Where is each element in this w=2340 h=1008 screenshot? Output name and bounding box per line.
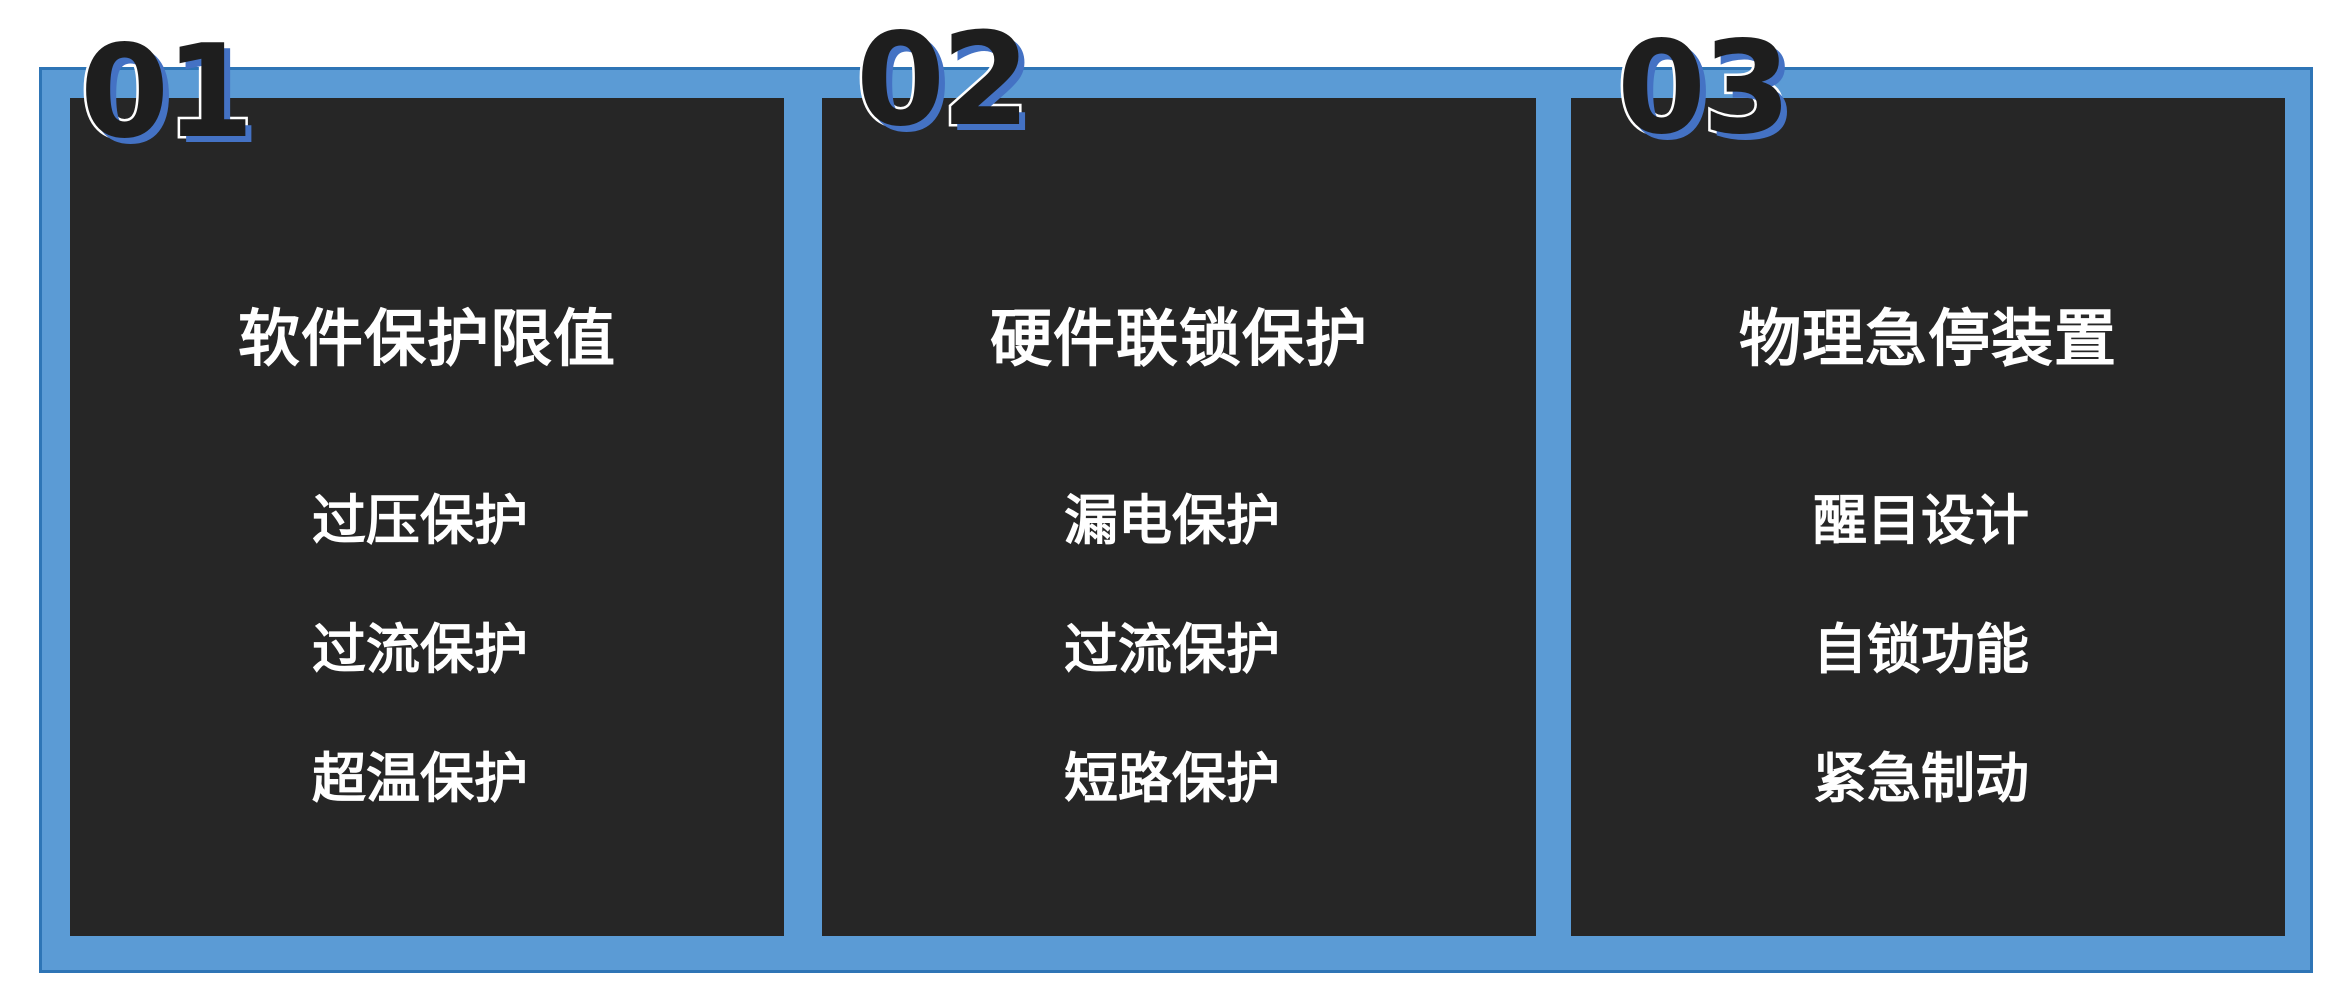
list-item: 过流保护 bbox=[1064, 617, 1280, 681]
list-item: 短路保护 bbox=[1064, 746, 1280, 810]
step-number-1: 01 bbox=[77, 16, 256, 170]
list-item: 紧急制动 bbox=[1813, 746, 2029, 810]
list-item: 醒目设计 bbox=[1813, 488, 2029, 552]
list-item: 超温保护 bbox=[312, 746, 528, 810]
list-item: 漏电保护 bbox=[1064, 488, 1280, 552]
panel-software-protection: 软件保护限值 过压保护 过流保护 超温保护 bbox=[70, 98, 784, 936]
panel-title: 软件保护限值 bbox=[237, 302, 616, 375]
list-item: 过流保护 bbox=[312, 617, 528, 681]
panel-title: 硬件联锁保护 bbox=[989, 302, 1368, 375]
list-item: 过压保护 bbox=[312, 488, 528, 552]
list-item: 自锁功能 bbox=[1813, 617, 2029, 681]
step-number-3: 03 bbox=[1614, 12, 1793, 166]
panel-emergency-stop: 物理急停装置 醒目设计 自锁功能 紧急制动 bbox=[1571, 98, 2285, 936]
step-number-2: 02 bbox=[853, 4, 1032, 158]
panel-hardware-interlock: 硬件联锁保护 漏电保护 过流保护 短路保护 bbox=[822, 98, 1536, 936]
panel-title: 物理急停装置 bbox=[1738, 302, 2117, 375]
